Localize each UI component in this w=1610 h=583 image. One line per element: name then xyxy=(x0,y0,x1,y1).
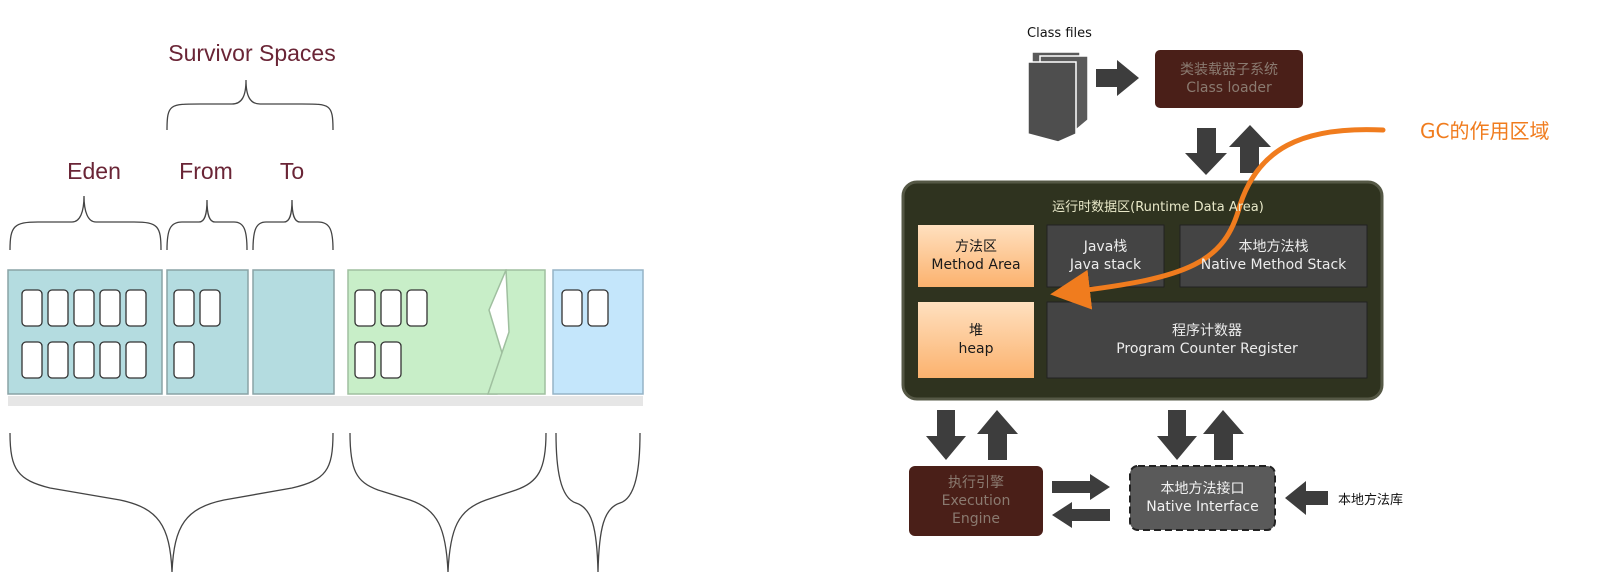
gc-area-arrow xyxy=(1050,127,1386,310)
from-label: From xyxy=(179,158,233,184)
execution-engine-box xyxy=(909,466,1043,536)
arrow-down-loader-to-runtime xyxy=(1185,128,1227,175)
class-files-label: Class files xyxy=(1027,26,1092,41)
heap-cn: 堆 xyxy=(969,323,983,339)
gc-area-label: GC的作用区域 xyxy=(1420,119,1550,143)
to-brace xyxy=(252,199,334,251)
pc-register-en: Program Counter Register xyxy=(1116,341,1298,357)
old-gen-region-right xyxy=(486,269,546,395)
arrow-up-to-runtime xyxy=(977,410,1018,460)
class-files-icon xyxy=(1027,51,1089,143)
heap-generations-diagram xyxy=(7,79,644,573)
native-interface-en: Native Interface xyxy=(1146,499,1259,515)
native-library-label: 本地方法库 xyxy=(1338,493,1404,508)
heap-box xyxy=(918,302,1034,378)
young-gen-brace xyxy=(9,432,334,573)
arrow-right-engine-to-native xyxy=(1052,474,1110,500)
old-gen-objects xyxy=(354,289,428,379)
java-stack-label: Java栈 Java stack xyxy=(1047,225,1164,287)
class-loader-cn: 类装载器子系统 xyxy=(1180,62,1278,78)
pc-register-cn: 程序计数器 xyxy=(1172,323,1242,339)
native-method-stack-label: 本地方法栈 Native Method Stack xyxy=(1180,225,1367,287)
jvm-architecture-diagram xyxy=(901,50,1386,536)
method-area-en: Method Area xyxy=(931,257,1021,273)
arrow-right-to-class-loader xyxy=(1096,60,1139,96)
arrow-up-from-native-interface xyxy=(1203,410,1244,460)
pc-register-label: 程序计数器 Program Counter Register xyxy=(1047,302,1367,378)
java-stack-cn: Java栈 xyxy=(1083,239,1128,255)
arrow-left-native-to-engine xyxy=(1052,502,1110,528)
method-area-label: 方法区 Method Area xyxy=(918,225,1034,287)
native-method-stack-cn: 本地方法栈 xyxy=(1238,239,1309,255)
survivor-spaces-brace xyxy=(166,79,334,131)
method-area-box xyxy=(918,225,1034,287)
to-label: To xyxy=(279,158,305,184)
arrow-left-from-native-library xyxy=(1285,481,1328,515)
execution-engine-label: 执行引擎 Execution Engine xyxy=(909,466,1043,536)
from-brace xyxy=(166,199,248,251)
class-loader-label: 类装载器子系统 Class loader xyxy=(1155,50,1303,108)
old-gen-brace xyxy=(349,432,547,573)
pc-register-box xyxy=(1046,301,1368,379)
to-region xyxy=(252,269,335,395)
execution-engine-cn: 执行引擎 xyxy=(948,475,1004,491)
java-stack-en: Java stack xyxy=(1069,257,1142,273)
runtime-data-area-title: 运行时数据区(Runtime Data Area) xyxy=(1052,200,1264,215)
native-interface-label: 本地方法接口 Native Interface xyxy=(1130,466,1275,530)
from-objects xyxy=(173,289,221,379)
perm-objects xyxy=(561,289,609,327)
eden-brace xyxy=(9,195,162,251)
execution-engine-en2: Engine xyxy=(952,511,1000,527)
eden-objects xyxy=(21,289,147,379)
class-loader-box xyxy=(1155,50,1303,108)
execution-engine-en1: Execution xyxy=(941,493,1011,509)
perm-region xyxy=(552,269,644,395)
arrow-down-to-engine xyxy=(926,410,966,460)
perm-gen-brace xyxy=(555,432,641,573)
eden-label: Eden xyxy=(67,158,121,184)
method-area-cn: 方法区 xyxy=(955,239,997,255)
class-loader-en: Class loader xyxy=(1186,80,1272,96)
heap-en: heap xyxy=(958,341,994,357)
native-interface-cn: 本地方法接口 xyxy=(1160,481,1245,497)
arrow-down-to-native-interface xyxy=(1157,410,1197,460)
native-method-stack-en: Native Method Stack xyxy=(1200,257,1347,273)
arrow-up-runtime-to-loader xyxy=(1229,125,1271,173)
survivor-spaces-label: Survivor Spaces xyxy=(168,40,336,66)
native-interface-box xyxy=(1129,465,1276,531)
heap-label: 堆 heap xyxy=(918,302,1034,378)
